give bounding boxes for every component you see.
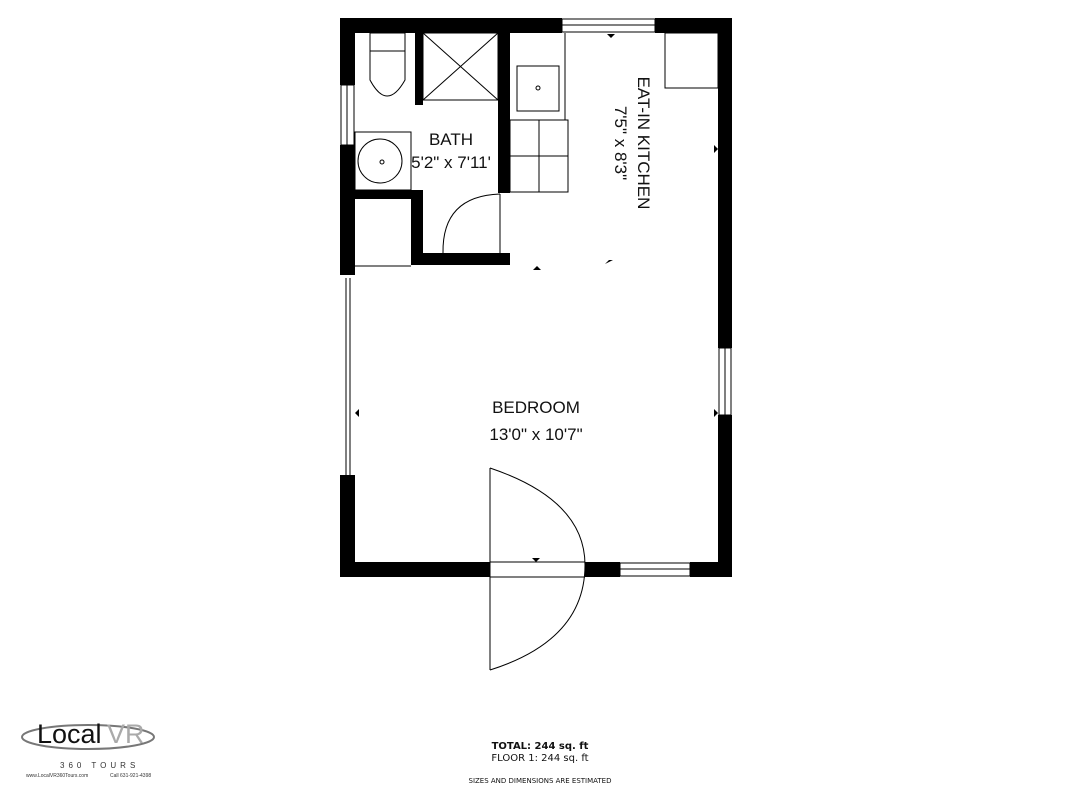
kitchen-label: EAT-IN KITCHEN [634,77,653,210]
logo-website: www.LocalVR360Tours.com [26,773,88,779]
dimension-markers [355,34,718,562]
estimate-note: SIZES AND DIMENSIONS ARE ESTIMATED [468,777,612,785]
logo-brand-a: Local [37,719,102,749]
bath-size: 5'2" x 7'11' [411,153,491,172]
logo-brand-b: VR [107,719,145,749]
bedroom-label: BEDROOM [492,398,580,417]
total-area: TOTAL: 244 sq. ft [491,741,589,752]
kitchen-size: 7'5" x 8'3" [611,106,630,180]
floor1-area: FLOOR 1: 244 sq. ft [491,753,589,764]
walls [340,18,732,577]
bath-label: BATH [429,130,473,149]
logo-tagline: 360 TOURS [60,761,139,770]
logo-phone: Call 631-921-4398 [110,773,151,779]
fixtures [340,18,732,671]
bedroom-size: 13'0" x 10'7" [489,425,582,444]
localvr-logo: Local VR 360 TOURS www.LocalVR360Tours.c… [21,719,155,779]
